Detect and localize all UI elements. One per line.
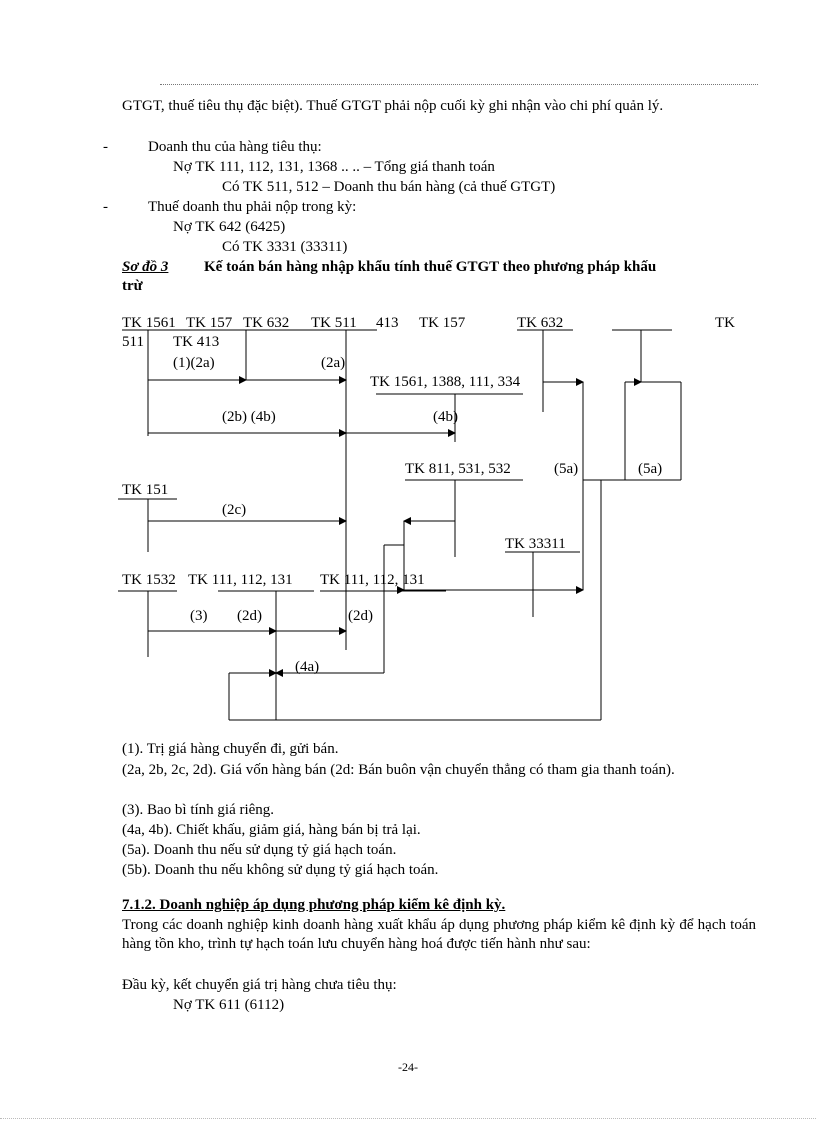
footer-rule (0, 1118, 816, 1119)
revenue-heading: Doanh thu của hàng tiêu thụ: (148, 139, 322, 155)
label-5a-right: (5a) (638, 461, 662, 477)
page-number: -24- (398, 1060, 418, 1074)
account-tk413: TK 413 (173, 334, 219, 350)
label-3: (3) (190, 608, 208, 624)
account-tk151: TK 151 (122, 482, 168, 498)
section-paragraph: Trong các doanh nghiệp kinh doanh hàng x… (122, 917, 756, 952)
account-tk111-group-b: TK 111, 112, 131 (320, 572, 425, 588)
diagram-title-cont: trừ (122, 278, 143, 294)
note-4: (4a, 4b). Chiết khấu, giảm giá, hàng bán… (122, 822, 421, 838)
top-paragraph: GTGT, thuế tiêu thụ đặc biệt). Thuế GTGT… (122, 98, 664, 114)
label-2c: (2c) (222, 502, 246, 518)
section-debit: Nợ TK 611 (6112) (173, 997, 285, 1013)
revenue-debit: Nợ TK 111, 112, 131, 1368 .. .. – Tổng g… (173, 159, 495, 175)
label-2b-4b: (2b) (4b) (222, 409, 276, 425)
label-1-2a: (1)(2a) (173, 355, 215, 371)
diagram-label: Sơ đồ 3 (122, 259, 169, 275)
tax-debit: Nợ TK 642 (6425) (173, 219, 286, 235)
account-tk-right: TK (715, 315, 735, 331)
label-4b: (4b) (433, 409, 458, 425)
label-2d-a: (2d) (237, 608, 262, 624)
account-tk1561: TK 1561 (122, 315, 176, 331)
label-5a-left: (5a) (554, 461, 578, 477)
revenue-credit: Có TK 511, 512 – Doanh thu bán hàng (cả … (222, 179, 556, 195)
account-tk33311: TK 33311 (505, 536, 566, 552)
account-tk413-num: 413 (376, 315, 399, 331)
diagram-caption: Sơ đồ 3 Kế toán bán hàng nhập khẩu tính … (122, 258, 756, 276)
label-2a: (2a) (321, 355, 345, 371)
note-1: (1). Trị giá hàng chuyển đi, gửi bán. (122, 741, 339, 757)
account-tk632b: TK 632 (517, 315, 563, 331)
bullet-dash: - (103, 139, 108, 155)
note-6: (5b). Doanh thu nếu không sử dụng tỷ giá… (122, 862, 439, 878)
label-2d-b: (2d) (348, 608, 373, 624)
tax-credit: Có TK 3331 (33311) (222, 239, 348, 255)
section-line: Đầu kỳ, kết chuyển giá trị hàng chưa tiê… (122, 977, 397, 993)
bullet-dash: - (103, 199, 108, 215)
diagram-title: Kế toán bán hàng nhập khẩu tính thuế GTG… (204, 259, 657, 275)
note-2: (2a, 2b, 2c, 2d). Giá vốn hàng bán (2d: … (122, 762, 675, 778)
note-5: (5a). Doanh thu nếu sử dụng tỷ giá hạch … (122, 842, 397, 858)
account-tk1561-group: TK 1561, 1388, 111, 334 (370, 374, 521, 390)
account-tk632: TK 632 (243, 315, 289, 331)
account-tk157b: TK 157 (419, 315, 466, 331)
tax-heading: Thuế doanh thu phải nộp trong kỳ: (148, 199, 357, 215)
account-511: 511 (122, 334, 144, 350)
account-tk111-group-a: TK 111, 112, 131 (188, 572, 293, 588)
label-4a: (4a) (295, 659, 319, 675)
account-tk1532: TK 1532 (122, 572, 176, 588)
header-rule (160, 84, 758, 85)
note-3: (3). Bao bì tính giá riêng. (122, 802, 275, 818)
account-tk157: TK 157 (186, 315, 233, 331)
account-tk511: TK 511 (311, 315, 357, 331)
account-tk811-group: TK 811, 531, 532 (405, 461, 511, 477)
section-heading: 7.1.2. Doanh nghiệp áp dụng phương pháp … (122, 897, 506, 913)
